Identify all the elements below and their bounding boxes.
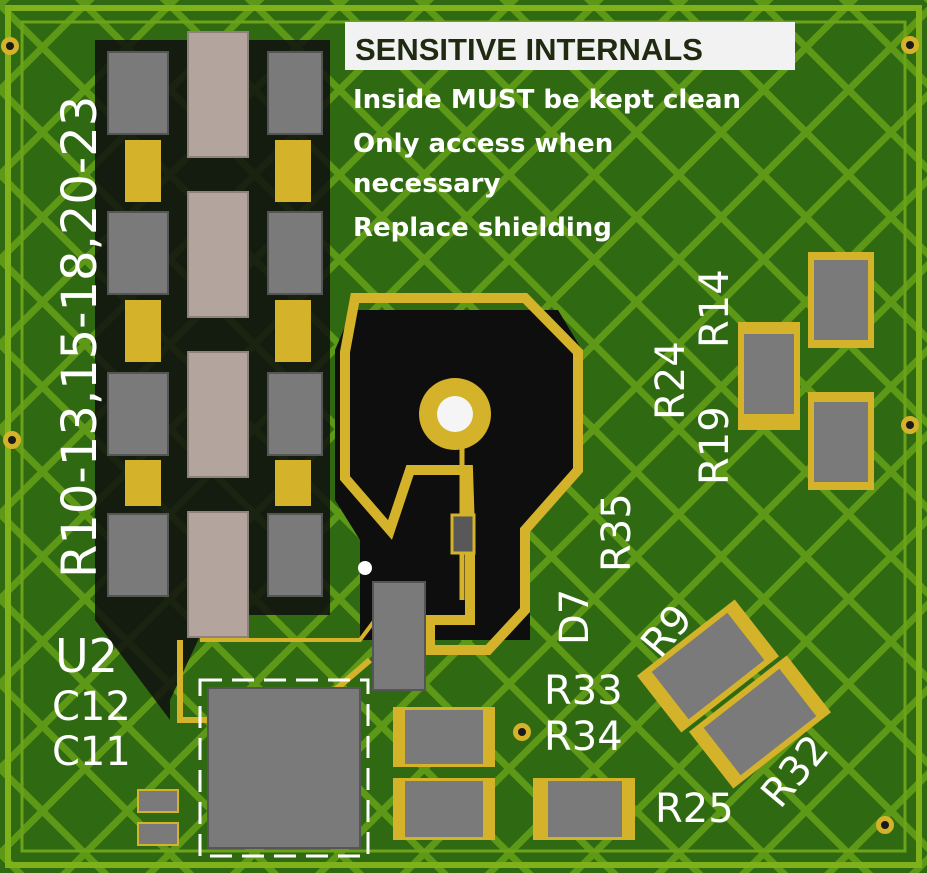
designator-r19: R19 xyxy=(692,406,738,485)
designator-r14: R14 xyxy=(692,269,738,348)
component xyxy=(187,191,249,318)
component xyxy=(137,789,179,813)
u2-outline xyxy=(198,678,370,858)
warning-label-box xyxy=(345,22,795,70)
component xyxy=(372,581,426,691)
d7-body xyxy=(450,513,476,555)
warning-line-4: Replace shielding xyxy=(353,213,612,243)
designator-r33: R33 xyxy=(544,668,623,714)
component xyxy=(405,781,483,837)
via-icon xyxy=(881,821,889,829)
pad xyxy=(125,140,161,202)
component xyxy=(267,51,323,135)
component xyxy=(187,511,249,638)
designator-r35: R35 xyxy=(594,493,640,572)
designator-c12: C12 xyxy=(52,684,131,730)
component xyxy=(267,372,323,456)
component xyxy=(107,51,169,135)
component xyxy=(814,260,868,340)
mounting-hole-icon xyxy=(437,396,473,432)
component xyxy=(107,211,169,295)
resistor-array xyxy=(107,31,323,638)
component xyxy=(405,710,483,764)
warning-line-3: necessary xyxy=(353,169,501,199)
pad xyxy=(125,300,161,362)
warning-label-title: SENSITIVE INTERNALS xyxy=(355,32,703,67)
component xyxy=(267,211,323,295)
component xyxy=(187,31,249,158)
signal-trace xyxy=(200,618,377,642)
component xyxy=(651,612,765,720)
via-icon xyxy=(906,421,914,429)
pad xyxy=(125,460,161,506)
warning-line-1: Inside MUST be kept clean xyxy=(353,85,741,115)
designator-r25: R25 xyxy=(655,786,734,832)
u2-package xyxy=(207,687,361,849)
component xyxy=(814,402,868,482)
component xyxy=(137,822,179,846)
component xyxy=(267,513,323,597)
designator-u2: U2 xyxy=(55,629,118,683)
via-icon xyxy=(906,41,914,49)
warning-line-2: Only access when xyxy=(353,129,613,159)
pad xyxy=(275,140,311,202)
designator-r24: R24 xyxy=(648,341,694,420)
component xyxy=(107,513,169,597)
component xyxy=(548,781,622,837)
pad xyxy=(275,300,311,362)
designator-r34: R34 xyxy=(544,714,623,760)
via-icon xyxy=(518,728,526,736)
designator-resistor-array: R10-13,15-18,20-23 xyxy=(52,96,108,578)
via-icon xyxy=(358,561,372,575)
pad xyxy=(275,460,311,506)
component xyxy=(107,372,169,456)
via-icon xyxy=(8,436,16,444)
designator-d7: D7 xyxy=(552,589,598,645)
antenna-gold-ring xyxy=(340,293,583,655)
component xyxy=(187,351,249,478)
via-icon xyxy=(6,42,14,50)
designator-c11: C11 xyxy=(52,729,131,775)
component xyxy=(703,668,817,776)
component xyxy=(744,334,794,414)
